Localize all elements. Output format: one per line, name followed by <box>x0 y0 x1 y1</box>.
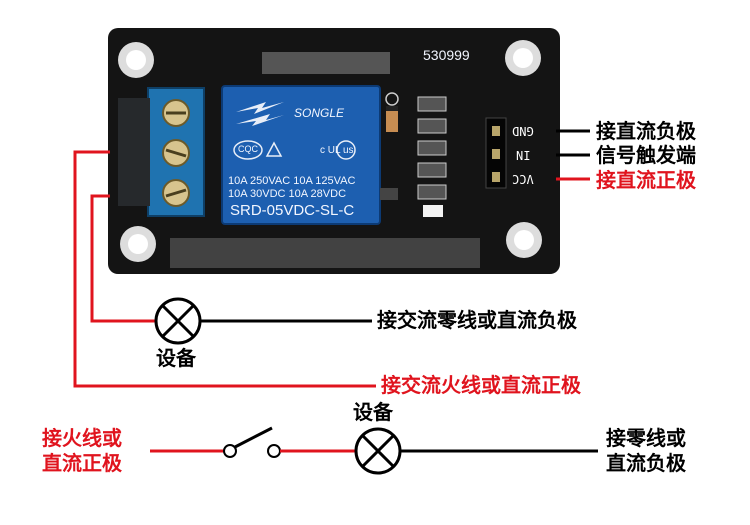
lamp-icon <box>154 297 202 345</box>
mounting-hole <box>120 226 156 262</box>
songle-logo-icon <box>236 102 284 126</box>
relay-brand: SONGLE <box>294 106 345 120</box>
cqc-logo-icon <box>233 140 263 160</box>
nc-red-wire <box>73 150 376 388</box>
device2-label: 设备 <box>353 400 393 424</box>
neutral-annotation-line2: 直流负极 <box>606 451 686 475</box>
warning-triangle-icon <box>265 141 283 157</box>
led-icon <box>423 205 443 217</box>
terminal-wire-openings <box>118 98 150 206</box>
relay-model: SRD-05VDC-SL-C <box>230 202 355 219</box>
no-red-wire <box>90 194 158 323</box>
lamp-icon <box>354 427 402 475</box>
relay-cert-logo: CQC <box>238 144 258 154</box>
pin-label-gnd: GND <box>512 124 534 138</box>
load-live-annotation: 接交流火线或直流正极 <box>381 373 581 397</box>
ul-logo-icon <box>336 140 356 160</box>
screw-icon <box>162 99 190 127</box>
screw-icon <box>162 179 190 207</box>
relay-rating-line1: 10A 250VAC 10A 125VAC <box>228 175 356 187</box>
pin-label-vcc: VCC <box>512 172 534 186</box>
source-live-annotation-line1: 接火线或 <box>42 426 122 450</box>
device1-label: 设备 <box>156 346 196 370</box>
vcc-annotation: 接直流正极 <box>596 168 696 192</box>
mounting-hole <box>505 40 541 76</box>
board-model-code: 530999 <box>423 47 470 63</box>
relay-rating-line2: 10A 30VDC 10A 28VDC <box>228 188 347 200</box>
smd-components <box>380 96 447 200</box>
switch-icon <box>223 426 281 458</box>
mounting-hole <box>118 42 154 78</box>
diode-icon <box>385 92 399 132</box>
blurred-silkscreen <box>262 52 390 74</box>
neutral-annotation-line1: 接零线或 <box>606 426 686 450</box>
source-live-annotation-line2: 直流正极 <box>42 451 122 475</box>
blurred-silkscreen <box>170 238 480 268</box>
mounting-hole <box>506 222 542 258</box>
header-pin-icon <box>485 117 507 189</box>
gnd-annotation: 接直流负极 <box>596 119 696 143</box>
relay-cert-mark: c UL us <box>320 145 354 156</box>
load1-neutral-annotation: 接交流零线或直流负极 <box>377 308 577 332</box>
screw-icon <box>162 139 190 167</box>
in-annotation: 信号触发端 <box>596 143 696 167</box>
pin-label-in: IN <box>516 148 531 162</box>
